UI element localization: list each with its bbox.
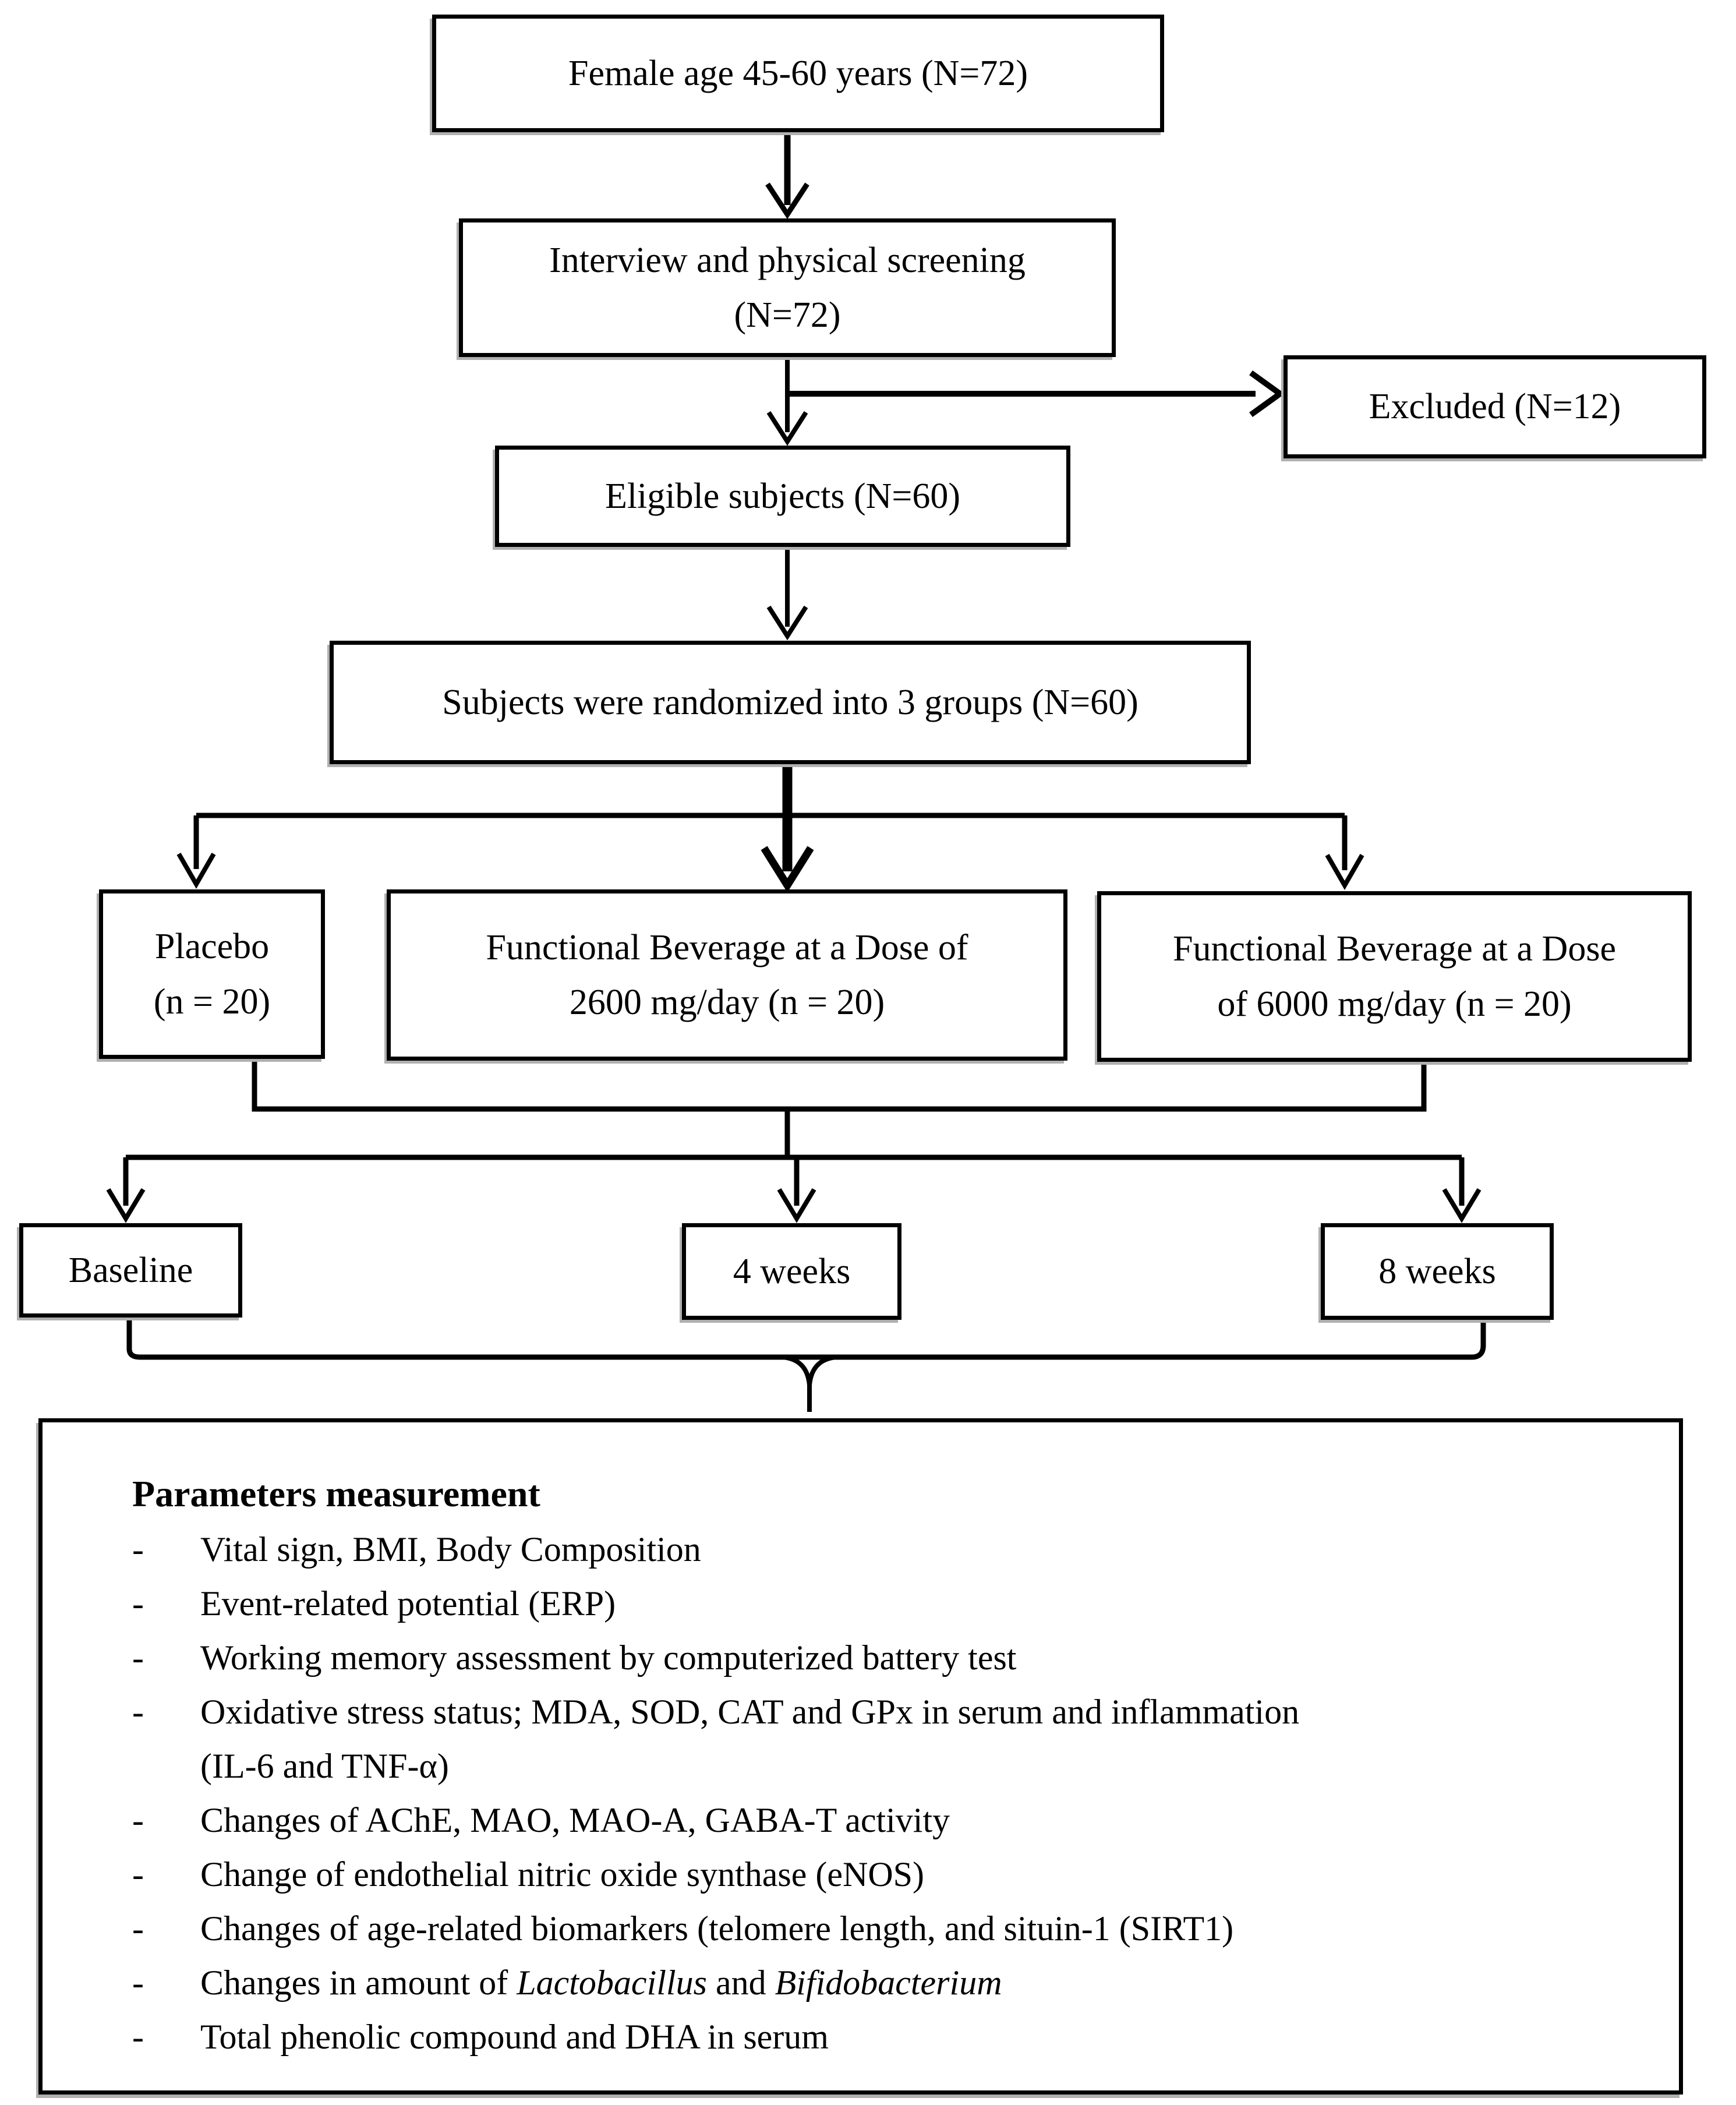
randomized-box: Subjects were randomized into 3 groups (…: [330, 641, 1251, 764]
female-box: Female age 45-60 years (N=72): [432, 15, 1164, 132]
eligible-box: Eligible subjects (N=60): [495, 446, 1070, 547]
parameter-item-text: Vital sign, BMI, Body Composition: [200, 1530, 701, 1569]
parameter-item-text: Change of endothelial nitric oxide synth…: [200, 1855, 925, 1894]
distribution-line-groups: [176, 764, 1364, 893]
parameter-item-wrap-line: (IL-6 and TNF-α): [132, 1739, 1656, 1793]
parameter-item-italic: Bifidobacterium: [775, 1963, 1002, 2002]
placebo-box: Placebo (n = 20): [99, 889, 325, 1059]
parameter-item-text: Total phenolic compound and DHA in serum: [200, 2018, 829, 2056]
parameter-item: - Changes of AChE, MAO, MAO-A, GABA-T ac…: [132, 1793, 1656, 1848]
parameter-item-text: Changes in amount of: [200, 1963, 517, 2002]
parameter-item: - Change of endothelial nitric oxide syn…: [132, 1848, 1656, 1902]
week8-box: 8 weeks: [1321, 1223, 1554, 1320]
parameter-item-text: Changes of age-related biomarkers (telom…: [200, 1909, 1234, 1948]
parameter-item-text: Event-related potential (ERP): [200, 1584, 616, 1623]
bullet-dash: -: [132, 1801, 144, 1839]
parameter-item-text: Oxidative stress status; MDA, SOD, CAT a…: [200, 1693, 1300, 1731]
placebo-line2: (n = 20): [153, 981, 271, 1022]
parameter-item: - Changes of age-related biomarkers (tel…: [132, 1902, 1656, 1956]
placebo-line1: Placebo: [154, 927, 270, 967]
arrow-female-to-interview: [765, 132, 809, 220]
excluded-box: Excluded (N=12): [1284, 355, 1706, 458]
parameter-item: - Working memory assessment by computeri…: [132, 1631, 1656, 1685]
bullet-dash: -: [132, 1638, 144, 1677]
parameter-item-italic: Lactobacillus: [517, 1963, 707, 2002]
week4-label: 4 weeks: [733, 1251, 851, 1291]
parameter-item: - Total phenolic compound and DHA in ser…: [132, 2010, 1656, 2064]
bullet-dash: -: [132, 1693, 144, 1731]
dose-6000-box: Functional Beverage at a Dose of 6000 mg…: [1097, 891, 1692, 1062]
parameter-item-text: and: [706, 1963, 775, 2002]
parameter-item-text: Working memory assessment by computerize…: [200, 1638, 1017, 1677]
week8-label: 8 weeks: [1378, 1251, 1496, 1291]
arrow-interview-to-eligible: [766, 357, 808, 446]
eligible-label: Eligible subjects (N=60): [604, 476, 961, 516]
baseline-box: Baseline: [19, 1223, 242, 1318]
arrow-branch-to-excluded: [787, 370, 1285, 418]
parameter-item: - Changes in amount of Lactobacillus and…: [132, 1956, 1656, 2010]
parameter-item-text: Changes of AChE, MAO, MAO-A, GABA-T acti…: [200, 1801, 950, 1839]
parameter-item: - Event-related potential (ERP): [132, 1577, 1656, 1631]
interview-box: Interview and physical screening (N=72): [459, 218, 1116, 357]
dose-2600-line2: 2600 mg/day (n = 20): [569, 983, 885, 1022]
parameter-item: - Vital sign, BMI, Body Composition: [132, 1523, 1656, 1577]
dose-6000-line2: of 6000 mg/day (n = 20): [1217, 984, 1572, 1024]
bracket-timepoints-to-parameters: [126, 1318, 1486, 1412]
merge-line-groups: [252, 1059, 1427, 1160]
distribution-line-timepoints: [106, 1154, 1482, 1223]
baseline-label: Baseline: [68, 1250, 193, 1290]
randomized-label: Subjects were randomized into 3 groups (…: [442, 682, 1139, 722]
dose-2600-line1: Functional Beverage at a Dose of: [486, 927, 968, 967]
bullet-dash: -: [132, 1963, 144, 2002]
parameters-title: Parameters measurement: [132, 1473, 540, 1514]
bullet-dash: -: [132, 1530, 144, 1569]
dose-2600-box: Functional Beverage at a Dose of 2600 mg…: [387, 889, 1067, 1061]
week4-box: 4 weeks: [682, 1223, 901, 1320]
parameter-item: - Oxidative stress status; MDA, SOD, CAT…: [132, 1685, 1656, 1739]
female-label: Female age 45-60 years (N=72): [568, 53, 1028, 93]
parameters-box: Parameters measurement - Vital sign, BMI…: [38, 1418, 1683, 2095]
interview-line2: (N=72): [734, 295, 841, 335]
excluded-label: Excluded (N=12): [1369, 387, 1621, 427]
bullet-dash: -: [132, 1584, 144, 1623]
interview-line1: Interview and physical screening: [549, 240, 1026, 280]
dose-6000-line1: Functional Beverage at a Dose: [1173, 929, 1616, 969]
arrow-eligible-to-randomized: [766, 547, 808, 641]
parameters-list: - Vital sign, BMI, Body Composition - Ev…: [132, 1523, 1656, 2064]
bullet-dash: -: [132, 1909, 144, 1948]
parameter-item-text: (IL-6 and TNF-α): [200, 1747, 449, 1785]
bullet-dash: -: [132, 1855, 144, 1894]
bullet-dash: -: [132, 2018, 144, 2056]
